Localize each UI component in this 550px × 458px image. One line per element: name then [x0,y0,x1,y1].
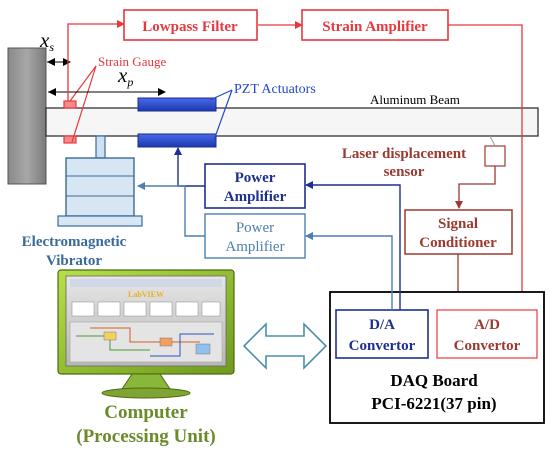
screen-panel-1 [71,301,95,317]
da-convertor-label-1: D/A [369,317,395,333]
screen-panel-4 [149,301,173,317]
signal-conditioner-label-1: Signal [438,216,478,232]
ad-convertor-label-2: Convertor [454,338,521,354]
pzt-actuator-bottom [137,133,217,148]
labview-logo-text: LabVIEW [128,290,164,299]
screen-header [70,279,222,287]
power-amplifier-top-label-2: Amplifier [224,189,287,205]
power-amplifier-top-box [204,163,306,209]
strain-gauge-pointer-2 [71,65,97,143]
xs-symbol: xs [39,28,54,54]
laser-sensor-label-1: Laser displacement [342,146,466,162]
vibrator-label-1: Electromagnetic [22,234,127,250]
da-to-power-amp-bottom-line [305,232,393,310]
monitor-base [101,387,191,399]
lowpass-filter-box [123,9,258,41]
ad-convertor-label-1: A/D [474,317,500,333]
pzt-pointer-1 [209,89,233,101]
screen-panel-5 [175,301,199,317]
power-amp-to-pzt-line [174,147,205,187]
aluminum-beam [45,107,539,137]
power-amp-to-vibrator-line [137,182,205,237]
strain-amplifier-label: Strain Amplifier [322,19,428,35]
aluminum-beam-label: Aluminum Beam [370,92,460,107]
signal-conditioner-box [404,209,513,255]
da-to-power-amp-top-line [305,181,401,310]
laser-sensor-box [484,145,506,167]
vibrator-stinger [95,135,106,159]
screen-wire-3 [150,333,214,357]
daq-board-label-1: DAQ Board [390,371,478,390]
vibrator-label-2: Vibrator [46,253,102,269]
power-amplifier-bottom-label-1: Power [236,220,274,236]
strain-amplifier-box [301,9,449,41]
strain-gauge-pointer-1 [69,65,97,102]
xp-symbol: xp [117,63,133,89]
fixed-wall [7,47,47,185]
screen-panel-3 [123,301,147,317]
pzt-pointer-2 [213,89,233,141]
pzt-actuator-top [137,97,217,112]
power-amplifier-bottom-box [204,213,306,259]
ad-convertor-box [436,309,538,359]
vibrator-body [65,157,135,217]
da-convertor-label-2: Convertor [349,338,416,354]
strain-gauge-label: Strain Gauge [98,54,166,69]
laser-to-conditioner-line [455,166,496,209]
signal-conditioner-label-2: Conditioner [419,235,497,251]
computer-label-2: (Processing Unit) [76,426,216,447]
vibrator-base [57,215,143,227]
screen-node-3 [195,343,211,355]
screen-node-1 [103,331,117,341]
computer-daq-double-arrow [242,322,328,370]
strain-gauge [63,100,77,109]
daq-board-label-2: PCI-6221(37 pin) [371,394,496,413]
laser-beam-line [489,135,496,147]
computer-label-1: Computer [104,402,188,423]
screen-panel-6 [201,301,221,317]
amplifier-to-ad-line [448,24,526,311]
power-amplifier-top-label-1: Power [235,170,276,186]
gauge-to-filter-line [67,20,125,101]
laser-sensor-label-2: sensor [384,164,425,180]
screen-node-2 [159,337,173,347]
power-amplifier-bottom-label-2: Amplifier [225,239,284,255]
da-convertor-box [335,309,429,359]
strain-gauge-bottom [63,135,77,144]
lowpass-filter-label: Lowpass Filter [142,19,238,35]
pzt-actuators-label: PZT Actuators [234,82,316,97]
screen-wire-1 [76,335,150,351]
screen-panel-2 [97,301,121,317]
